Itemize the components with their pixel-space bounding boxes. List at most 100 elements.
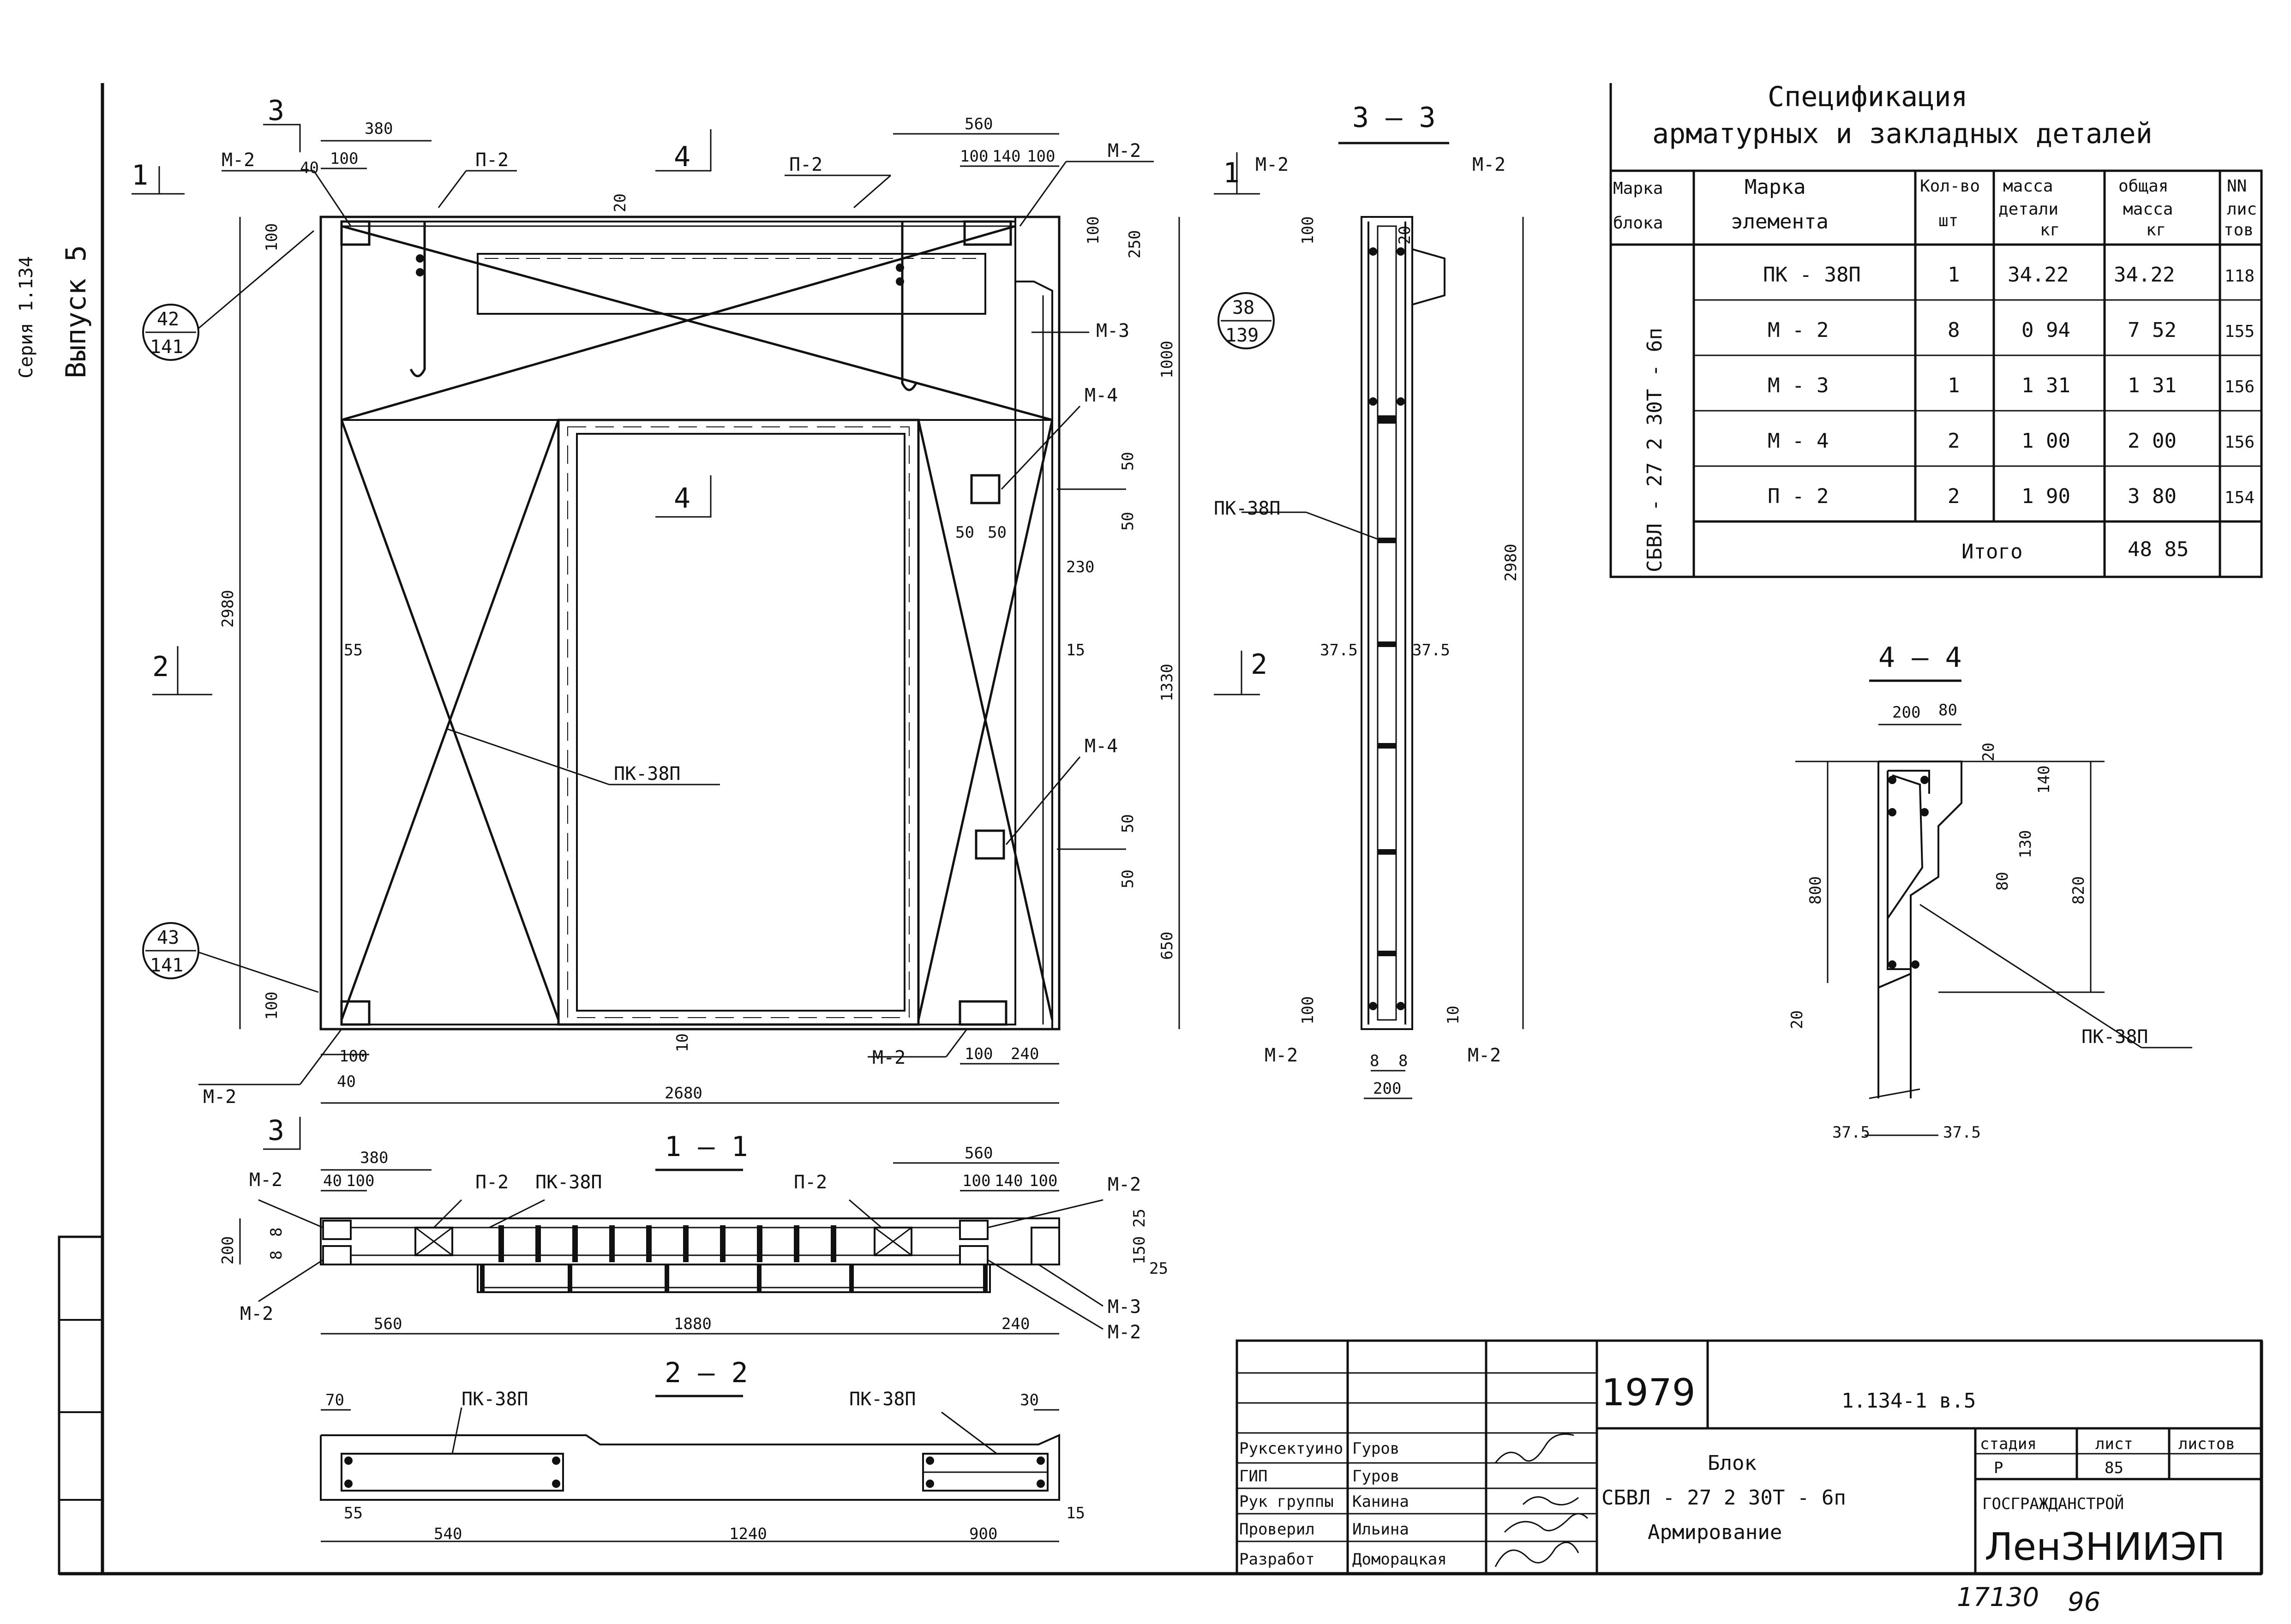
tb-role-3: Рук группы [1239,1492,1334,1511]
dim-50-f: 50 [1119,869,1137,888]
callout-38-sheet: 139 [1225,325,1259,346]
callout-43-num: 43 [157,927,179,948]
dim-4-80-v: 80 [1993,872,2012,891]
dim-1-8-b: 8 [267,1251,286,1260]
section-1-1: 1 — 1 [219,1131,1168,1343]
dim-50-e: 50 [1119,814,1137,833]
spec-row-1-total: 34.22 [2114,263,2175,287]
dim-2-1240: 1240 [729,1525,767,1543]
spec-h-elem-1: Марка [1745,175,1805,199]
spec-row-2-qty: 8 [1948,318,1960,342]
dim-1-25-b: 25 [1149,1259,1168,1278]
spec-row-2-mass: 0 94 [2021,318,2070,342]
tb-stage-label: стадия [1980,1435,2037,1453]
spec-h-qty-1: Кол-во [1920,177,1980,196]
tb-year: 1979 [1601,1371,1696,1414]
label-m2-3-br: М-2 [1468,1045,1501,1066]
spec-h-block-2: блока [1613,214,1663,233]
spec-row-5-elem: П - 2 [1768,485,1829,508]
tb-item-1: Блок [1708,1451,1757,1475]
title-block: 1979 1.134-1 в.5 Руксектуино Гуров ГИП Г… [1235,1339,2263,1575]
tb-name-4: Ильина [1352,1520,1409,1539]
spec-row-1-qty: 1 [1948,263,1960,287]
spec-total-value: 48 85 [2128,538,2189,561]
spec-block-mark: СБВЛ - 27 2 30Т - 6п [1643,328,1667,572]
label-m4-bottom: М-4 [1085,736,1118,757]
tb-name-3: Канина [1352,1492,1409,1511]
dim-4-20-t: 20 [1979,743,1998,761]
tb-sheet-label: лист [2095,1435,2133,1453]
dim-100-b: 100 [339,1047,367,1066]
dim-1-240: 240 [1002,1315,1030,1333]
label-m2-1-bl: М-2 [240,1303,273,1324]
label-pk-2-r: ПК-38П [849,1389,916,1410]
spec-h-sheets-1: NN [2227,177,2247,196]
label-p2-1-l: П-2 [475,1172,509,1193]
spec-row-4-sheet: 156 [2225,433,2255,452]
spec-row-5-total: 3 80 [2128,485,2177,508]
dim-3-375-l: 37.5 [1320,641,1358,659]
label-m2-tr: М-2 [1108,140,1141,162]
cut-2-left: 2 [152,651,169,683]
spec-h-block-1: Марка [1613,179,1663,198]
dim-3-100-b: 100 [1299,996,1317,1025]
dim-100-bl: 100 [263,992,281,1020]
tb-stage: Р [1994,1459,2003,1477]
dim-140-tr: 140 [992,147,1020,166]
dim-1-100: 100 [346,1172,374,1190]
dim-4-20-b: 20 [1788,1010,1806,1029]
spec-h-total-1: общая [2118,177,2168,196]
spec-h-mass-2: детали [1998,200,2058,219]
dim-650: 650 [1158,932,1176,960]
dim-40: 40 [300,159,319,177]
dim-100-r: 100 [1084,216,1103,245]
footer-sheet-no: 96 [2068,1587,2100,1617]
dim-100-l: 100 [263,223,281,252]
dim-100-tr2: 100 [1027,147,1055,166]
dim-3-100-t: 100 [1299,216,1317,245]
cut-4-top: 4 [674,141,690,173]
spec-row-4-total: 2 00 [2128,429,2177,453]
dim-55: 55 [344,641,363,659]
label-pk-4: ПК-38П [2081,1026,2148,1048]
label-pk-1: ПК-38П [535,1172,602,1193]
cut-1-right: 1 [1223,157,1240,189]
spec-row-1-mass: 34.22 [2008,263,2069,287]
section-4-4: 4 — 4 200 80 20 140 13 [1788,641,2192,1142]
dim-1-8-a: 8 [267,1228,286,1237]
dim-50-c: 50 [955,523,974,542]
tb-role-1: Руксектуино [1239,1439,1343,1458]
dim-100-tr1: 100 [960,147,988,166]
tb-name-5: Доморацкая [1352,1550,1447,1569]
footer-inventory: 17130 [1957,1582,2039,1612]
label-m2-bl: М-2 [203,1086,236,1108]
main-view: 42 141 38 139 43 141 1 1 2 2 3 3 4 4 М-2… [132,95,1275,1150]
cut-1-left: 1 [132,159,148,192]
spec-row-2-sheet: 155 [2225,322,2255,341]
dim-2980: 2980 [219,590,237,628]
dim-250: 250 [1126,230,1144,258]
dim-4-80: 80 [1938,701,1957,719]
spec-row-4-mass: 1 00 [2021,429,2070,453]
dim-3-2980: 2980 [1502,544,1520,581]
section-3-3: 3 — 3 М-2 М-2 ПК-38П М-2 М-2 100 20 [1214,102,1524,1099]
label-m3-1: М-3 [1108,1296,1141,1318]
issue-label: Выпуск 5 [60,245,92,378]
section-2-2-title: 2 — 2 [665,1357,748,1389]
dim-2-55: 55 [344,1504,363,1522]
cut-2-right: 2 [1251,648,1267,681]
dim-380: 380 [365,120,393,138]
tb-sheet: 85 [2105,1459,2123,1477]
section-4-4-title: 4 — 4 [1878,641,1962,674]
spec-h-mass-3: кг [2040,221,2060,240]
callout-42-num: 42 [157,309,179,330]
tb-role-2: ГИП [1239,1467,1267,1486]
label-p2-1-r: П-2 [794,1172,827,1193]
label-m2-1-tr: М-2 [1108,1174,1141,1195]
label-p2-l: П-2 [475,150,509,171]
tb-role-5: Разработ [1239,1550,1315,1569]
dim-40-b: 40 [337,1073,356,1091]
spec-h-sheets-2: лис [2227,200,2257,219]
dim-100-t: 100 [330,150,358,168]
